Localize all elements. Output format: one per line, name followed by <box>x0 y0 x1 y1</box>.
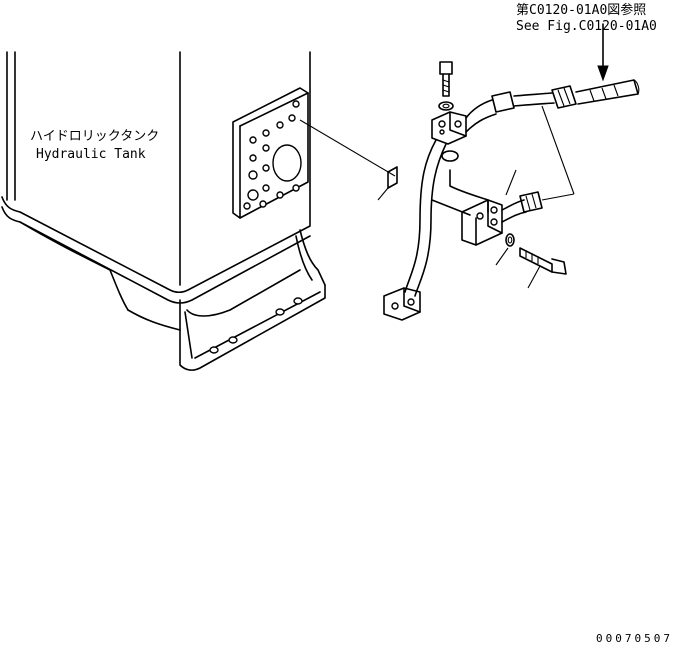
tank-port-flange <box>232 87 309 219</box>
reference-label-jp: 第C0120-01A0図参照 <box>516 2 646 18</box>
tank-label-en: Hydraulic Tank <box>36 147 146 162</box>
bolt-top <box>438 61 454 111</box>
hose-leader-lines <box>505 105 575 196</box>
gasket <box>377 166 398 201</box>
mounting-bracket <box>179 229 326 371</box>
bolt-lower <box>519 247 567 289</box>
hydraulic-tank <box>1 51 311 331</box>
reference-pipe <box>575 23 640 105</box>
steel-pipe <box>383 139 447 321</box>
shield-plate <box>431 169 489 216</box>
split-flange-block <box>431 111 467 162</box>
reference-label-en: See Fig.C0120-01A0 <box>516 19 657 34</box>
hose-upper <box>465 85 577 133</box>
port-leader-line <box>299 119 396 177</box>
figure-number: 00070507 <box>596 632 673 645</box>
tank-label-jp: ハイドロリックタンク <box>30 129 159 144</box>
hose-lower <box>501 191 575 223</box>
valve-block <box>461 199 503 246</box>
washer-lower <box>495 233 515 266</box>
